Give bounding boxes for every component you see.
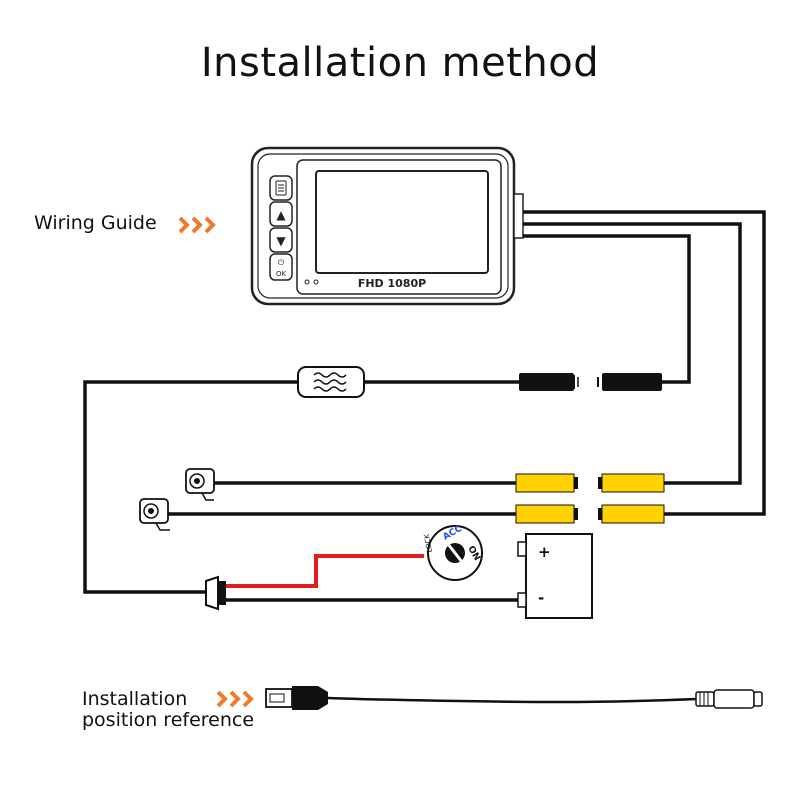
- up-button[interactable]: ▲: [269, 201, 293, 227]
- down-arrow-icon: ▼: [276, 234, 286, 248]
- connector-black-left: [519, 373, 574, 391]
- power-cable: [83, 380, 520, 594]
- page-title: Installation method: [200, 40, 600, 86]
- fuse-block: [297, 366, 365, 398]
- red-acc-wire: [226, 554, 424, 588]
- down-button[interactable]: ▼: [269, 227, 293, 253]
- device-wires: [523, 210, 766, 516]
- installation-label-line1: Installation: [82, 688, 188, 710]
- ignition-switch-icon: ACC ON LOCK: [423, 524, 483, 581]
- usb-cable: [265, 686, 763, 710]
- power-plug-icon: [205, 575, 226, 611]
- battery-minus-label: -: [538, 589, 544, 607]
- screen-caption: FHD 1080P: [358, 277, 426, 290]
- rear-camera-icon: [139, 498, 170, 531]
- wiring-guide-arrows-icon: [178, 216, 216, 234]
- installation-position-label: Installation position reference: [82, 689, 254, 731]
- menu-button[interactable]: [269, 175, 293, 201]
- power-icon: ⏻: [278, 258, 285, 267]
- dashcam-unit: FHD 1080P: [250, 146, 524, 306]
- ignition-lock-label: LOCK: [423, 533, 434, 553]
- installation-arrows-icon: [216, 690, 254, 708]
- installation-label-line2: position reference: [82, 709, 255, 731]
- battery-icon: + -: [517, 533, 593, 619]
- battery-plus-label: +: [538, 543, 551, 561]
- wiring-guide-label: Wiring Guide: [34, 212, 157, 234]
- up-arrow-icon: ▲: [276, 208, 286, 222]
- power-ok-button[interactable]: ⏻ OK: [269, 253, 293, 281]
- connector-black-right: [602, 373, 662, 391]
- yellow-connectors: [515, 473, 665, 524]
- ok-label: OK: [276, 270, 287, 278]
- front-camera-icon: [185, 468, 215, 501]
